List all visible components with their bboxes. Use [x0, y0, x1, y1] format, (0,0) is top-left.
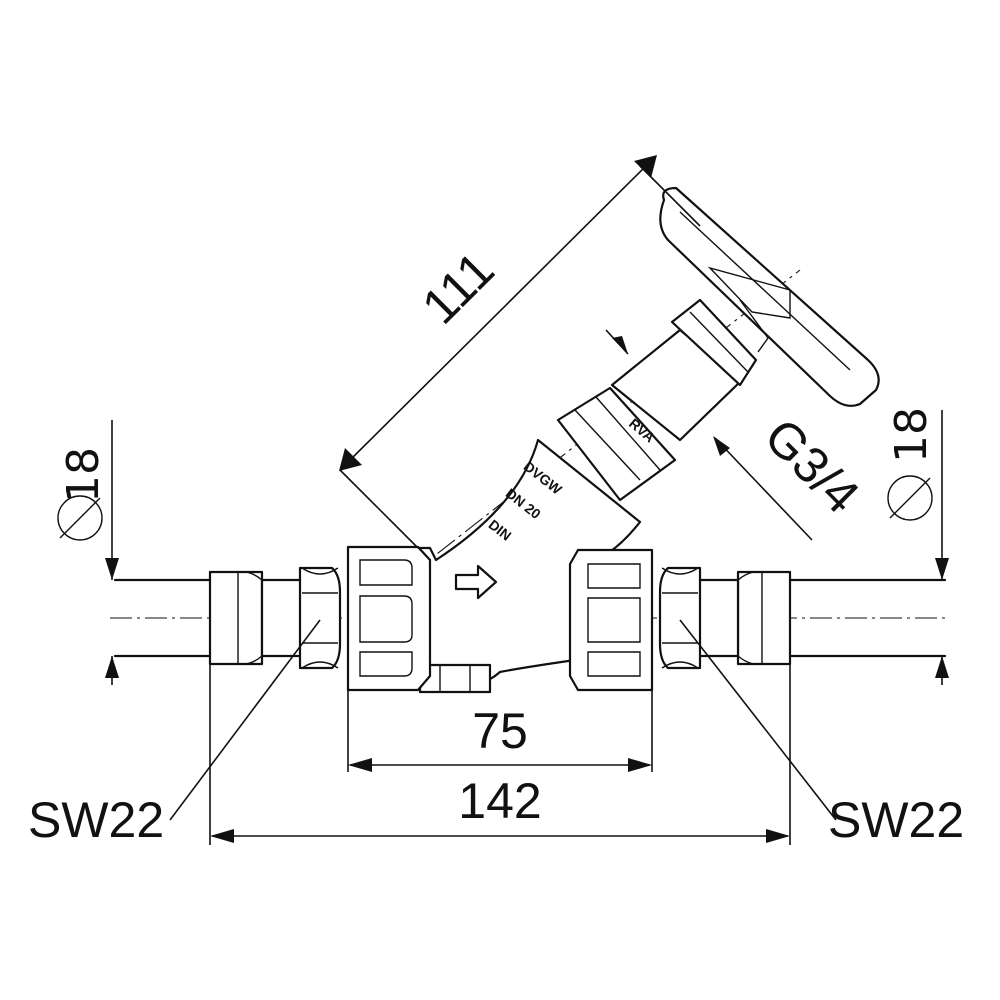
gland-nut — [670, 298, 758, 387]
dimension-75: 75 — [347, 690, 653, 772]
thread-size-label: G3/4 — [754, 408, 870, 524]
diameter-symbol-icon — [887, 475, 933, 521]
diameter-symbol-icon — [57, 495, 103, 541]
wrench-size-left: SW22 — [28, 619, 321, 848]
wrench-size-right-label: SW22 — [828, 792, 964, 848]
right-hex-nut — [658, 566, 702, 670]
diameter-right-label: 18 — [886, 407, 937, 463]
left-pipe-sleeve — [208, 570, 264, 666]
bonnet-assembly: RVA — [556, 186, 880, 502]
dimension-142: 142 — [209, 664, 791, 845]
handwheel — [659, 186, 880, 407]
wrench-size-right: SW22 — [679, 619, 964, 848]
dimension-75-label: 75 — [472, 703, 528, 759]
diameter-left: 18 — [57, 420, 119, 685]
valve-body: DVGW DN 20 DIN — [346, 438, 654, 694]
right-pipe-sleeve — [736, 570, 792, 666]
diameter-right: 18 — [886, 407, 949, 685]
left-hex-nut — [298, 566, 342, 670]
wrench-size-left-label: SW22 — [28, 792, 164, 848]
left-press-fitting — [113, 566, 342, 670]
bonnet-hex — [556, 386, 677, 502]
flow-direction-arrow-icon — [454, 564, 498, 600]
dimension-142-label: 142 — [458, 773, 541, 829]
diameter-left-label: 18 — [58, 447, 109, 503]
right-press-fitting — [658, 566, 947, 670]
right-union-nut — [568, 548, 654, 692]
